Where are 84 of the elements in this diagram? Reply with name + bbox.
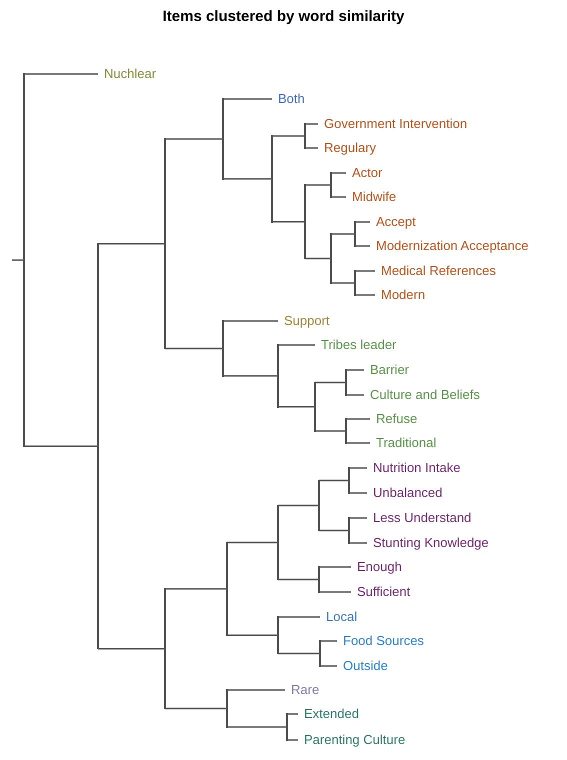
item-label: Midwife: [352, 188, 396, 206]
item-label: Actor: [352, 164, 382, 182]
dendrogram-branch: [319, 530, 349, 532]
item-label: Less Understand: [373, 509, 472, 527]
dendrogram-branch: [305, 184, 331, 186]
dendrogram-branch: [165, 708, 227, 710]
dendrogram-branch: [278, 652, 320, 654]
item-label: Barrier: [370, 361, 410, 379]
item-label: Enough: [357, 558, 402, 576]
dendrogram-branch: [349, 467, 367, 469]
dendrogram-branch: [278, 578, 319, 580]
dendrogram-branch: [320, 665, 337, 667]
item-label: Culture and Beliefs: [370, 386, 480, 404]
dendrogram-branch: [331, 196, 346, 198]
dendrogram-branch: [98, 648, 165, 650]
dendrogram-branch: [223, 320, 278, 322]
dendrogram-branch: [346, 369, 364, 371]
dendrogram-branch: [355, 294, 375, 296]
dendrogram-branch: [165, 348, 223, 350]
item-label: Tribes leader: [321, 336, 396, 354]
dendrogram-branch: [12, 259, 24, 261]
item-label: Local: [326, 608, 358, 626]
dendrogram-branch: [278, 406, 315, 408]
item-label: Rare: [291, 681, 320, 699]
dendrogram-branch: [223, 178, 272, 180]
dendrogram-branch: [349, 492, 367, 494]
dendrogram-branch: [227, 726, 287, 728]
dendrogram-branch: [305, 258, 331, 260]
item-label: Regulary: [324, 139, 376, 157]
item-label: Both: [278, 90, 305, 108]
dendrogram-branch: [278, 344, 315, 346]
dendrogram-branch: [287, 713, 298, 715]
dendrogram-branch: [24, 445, 98, 447]
dendrogram-branch: [165, 588, 227, 590]
dendrogram-branch: [349, 542, 367, 544]
item-label: Nutrition Intake: [373, 459, 460, 477]
item-label: Extended: [304, 705, 359, 723]
dendrogram-branch: [319, 591, 351, 593]
dendrogram-branch: [355, 270, 375, 272]
dendrogram-branch: [272, 221, 305, 222]
item-label: Nuchlear: [104, 65, 156, 83]
chart-title: Items clustered by word similarity: [162, 7, 406, 27]
dendrogram-branch: [349, 517, 367, 519]
dendrogram-branch: [331, 172, 346, 174]
item-label: Stunting Knowledge: [373, 534, 489, 552]
dendrogram-branch: [331, 233, 355, 235]
dendrogram-branch: [272, 135, 305, 137]
dendrogram-branch: [355, 221, 370, 223]
dendrogram-branch: [24, 73, 98, 75]
dendrogram-branch: [227, 689, 285, 691]
dendrogram-branch: [305, 147, 318, 149]
item-label: Sufficient: [357, 583, 410, 601]
dendrogram-branch: [346, 418, 370, 420]
dendrogram-branch: [223, 98, 272, 100]
item-label: Support: [284, 312, 330, 330]
item-label: Modernization Acceptance: [376, 237, 528, 255]
dendrogram-branch: [278, 616, 320, 618]
item-label: Government Intervention: [324, 115, 468, 133]
dendrogram-branch: [165, 138, 223, 140]
item-label: Medical References: [381, 262, 496, 280]
dendrogram-branch: [305, 123, 318, 125]
item-label: Modern: [381, 286, 426, 304]
dendrogram-branch: [98, 242, 165, 244]
item-label: Accept: [376, 213, 416, 231]
dendrogram-branch: [315, 430, 346, 432]
item-label: Parenting Culture: [304, 731, 406, 749]
item-label: Traditional: [376, 434, 436, 452]
dendrogram-branch: [355, 245, 370, 247]
dendrogram-branch: [287, 739, 298, 741]
dendrogram-branch: [227, 542, 278, 544]
dendrogram-branch: [320, 640, 337, 642]
item-label: Food Sources: [343, 632, 424, 650]
dendrogram-branch: [315, 382, 346, 384]
dendrogram-branch: [331, 282, 355, 284]
dendrogram-branch: [223, 375, 278, 377]
item-label: Refuse: [376, 410, 418, 428]
dendrogram-branch: [319, 480, 349, 482]
item-label: Outside: [343, 657, 388, 675]
dendrogram-branch: [227, 634, 278, 636]
dendrogram-branch: [346, 394, 364, 396]
dendrogram-branch: [278, 504, 319, 506]
dendrogram-branch: [346, 442, 370, 444]
item-label: Unbalanced: [373, 484, 442, 502]
dendrogram-branch: [319, 566, 351, 568]
